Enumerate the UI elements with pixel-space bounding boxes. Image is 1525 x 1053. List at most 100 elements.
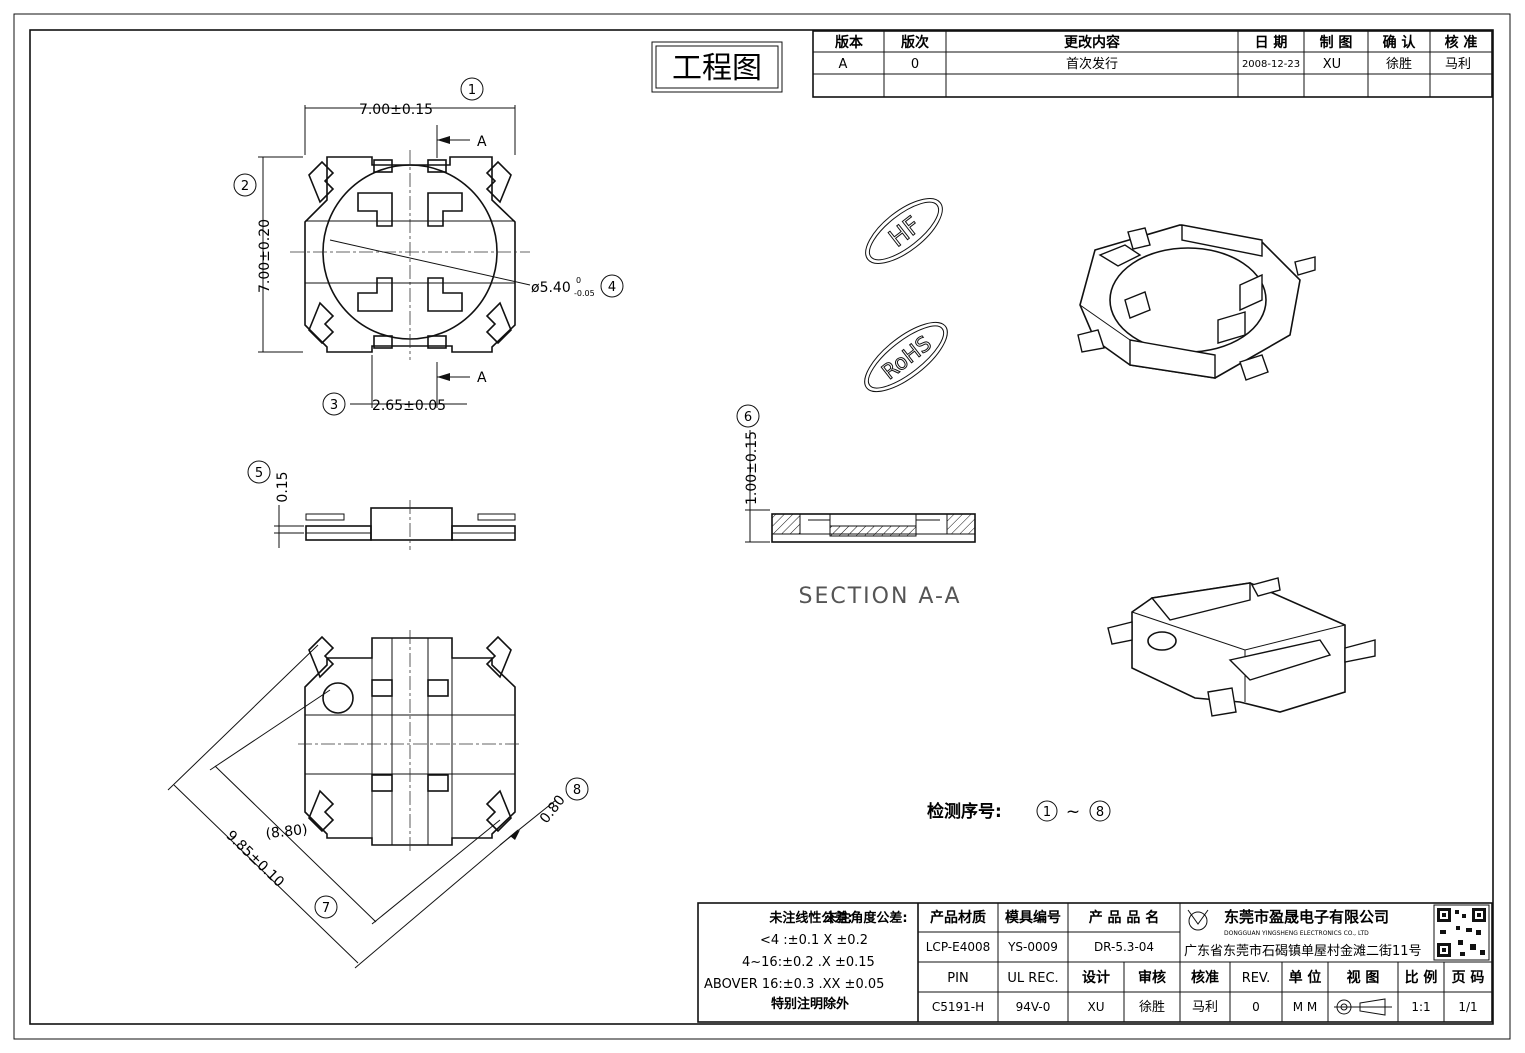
tol-line-1: <4 :±0.1 X ±0.2 bbox=[760, 933, 868, 948]
revision-table: 版本 版次 更改内容 日 期 制 图 确 认 核 准 A 0 首次发行 2008… bbox=[812, 30, 1493, 98]
rev-header-version: 版本 bbox=[835, 34, 864, 51]
svg-text:1: 1 bbox=[1043, 805, 1051, 820]
rev-header-edition: 版次 bbox=[901, 34, 929, 51]
tb-scale: 1:1 bbox=[1411, 1000, 1430, 1014]
tb-product-header: 产 品 品 名 bbox=[1089, 909, 1160, 926]
section-view: 1.00±0.15 SECTION A-A bbox=[744, 430, 976, 609]
title-stamp: 工程图 bbox=[651, 41, 783, 93]
svg-text:7: 7 bbox=[322, 901, 330, 916]
dim-lead-width: 0.80 bbox=[537, 792, 569, 826]
tb-material: LCP-E4008 bbox=[926, 940, 991, 954]
company-name: 东莞市盈晟电子有限公司 bbox=[1224, 908, 1389, 926]
tb-product: DR-5.3-04 bbox=[1094, 940, 1154, 954]
rohs-logo: RoHS bbox=[864, 321, 948, 393]
tol-note: 特别注明除外 bbox=[771, 996, 849, 1012]
tb-page-header: 页 码 bbox=[1452, 970, 1485, 986]
tb-designer: XU bbox=[1087, 1000, 1104, 1014]
tb-ul: 94V-0 bbox=[1016, 1000, 1051, 1014]
qr-code-icon bbox=[1433, 904, 1490, 961]
dim-width: 7.00±0.15 bbox=[359, 102, 433, 118]
tb-view-header: 视 图 bbox=[1347, 969, 1380, 986]
tb-mold-header: 模具编号 bbox=[1005, 909, 1061, 926]
rev-cell-edition: 0 bbox=[911, 57, 919, 72]
company-address: 广东省东莞市石碣镇单屋村金滩二街11号 bbox=[1184, 943, 1422, 959]
dim-pitch: 2.65±0.05 bbox=[372, 398, 446, 414]
balloon-2: 2 bbox=[233, 173, 257, 197]
tb-scale-header: 比 例 bbox=[1405, 969, 1438, 986]
tb-approver: 马利 bbox=[1192, 1000, 1218, 1015]
balloon-1: 1 bbox=[460, 77, 484, 101]
hf-logo: HF bbox=[865, 198, 943, 264]
tb-unit: M M bbox=[1293, 1000, 1318, 1014]
svg-text:4: 4 bbox=[608, 280, 616, 295]
outer-frame bbox=[13, 13, 1511, 1040]
company-logo bbox=[1187, 909, 1209, 931]
svg-text:3: 3 bbox=[330, 398, 338, 413]
company-name-en: DONGGUAN YINGSHENG ELECTRONICS CO., LTD bbox=[1224, 930, 1369, 937]
svg-text:~: ~ bbox=[1066, 802, 1080, 822]
svg-text:8: 8 bbox=[573, 783, 581, 798]
rev-cell-date: 2008-12-23 bbox=[1242, 59, 1300, 70]
rev-cell-drawn: XU bbox=[1323, 57, 1341, 72]
svg-text:1: 1 bbox=[468, 83, 476, 98]
tb-ul-header: UL REC. bbox=[1007, 971, 1058, 986]
dim-diag-inner: (8.80) bbox=[265, 822, 309, 842]
dim-diameter: ø5.40 bbox=[531, 280, 571, 296]
dim-diameter-tol-upper: 0 bbox=[576, 276, 581, 285]
svg-text:检测序号:: 检测序号: bbox=[927, 801, 1002, 822]
dim-height: 7.00±0.20 bbox=[257, 219, 273, 293]
tb-unit-header: 单 位 bbox=[1289, 969, 1322, 986]
tb-material-header: 产品材质 bbox=[930, 909, 986, 926]
section-label: SECTION A-A bbox=[799, 584, 962, 609]
rev-header-date: 日 期 bbox=[1255, 35, 1288, 51]
svg-text:8: 8 bbox=[1096, 805, 1104, 820]
iso-view-bottom bbox=[1107, 577, 1376, 717]
tol-header-linear: 未注线性公差: bbox=[768, 910, 852, 926]
top-view: 7.00±0.15 7.00±0.20 ø5.40 0 -0.05 2.65±0… bbox=[257, 102, 595, 414]
rev-cell-change: 首次发行 bbox=[1066, 56, 1118, 72]
balloon-8: 8 bbox=[565, 777, 589, 801]
tb-reviewer: 徐胜 bbox=[1139, 1000, 1165, 1015]
svg-text:工程图: 工程图 bbox=[672, 51, 762, 86]
tol-header-angle: 未注角度公差: bbox=[823, 910, 907, 926]
rev-header-confirm: 确 认 bbox=[1383, 34, 1417, 51]
tol-line-2: 4~16:±0.2 .X ±0.15 bbox=[742, 955, 875, 970]
iso-view-top bbox=[1077, 224, 1316, 381]
dim-diameter-tol-lower: -0.05 bbox=[574, 289, 595, 298]
rev-header-drawn: 制 图 bbox=[1320, 34, 1353, 51]
rev-cell-approve: 马利 bbox=[1445, 57, 1471, 72]
balloon-4: 4 bbox=[600, 274, 624, 298]
dim-lead-thickness: 0.15 bbox=[275, 471, 291, 502]
tb-rev: 0 bbox=[1252, 1000, 1260, 1014]
svg-text:5: 5 bbox=[255, 466, 263, 481]
svg-text:2: 2 bbox=[241, 179, 249, 194]
tb-mold: YS-0009 bbox=[1007, 940, 1058, 954]
balloon-5: 5 bbox=[247, 460, 271, 484]
rev-cell-confirm: 徐胜 bbox=[1386, 57, 1412, 72]
tb-design-header: 设计 bbox=[1082, 969, 1110, 986]
rev-header-change: 更改内容 bbox=[1064, 34, 1120, 51]
tb-page: 1/1 bbox=[1458, 1000, 1477, 1014]
tb-rev-header: REV. bbox=[1242, 971, 1271, 986]
section-mark-bottom: A bbox=[477, 370, 487, 386]
section-mark-top: A bbox=[477, 134, 487, 150]
svg-text:6: 6 bbox=[744, 410, 752, 425]
inspection-note: 检测序号: 1 ~ 8 bbox=[927, 800, 1111, 822]
side-view: 0.15 bbox=[274, 471, 516, 550]
balloon-6: 6 bbox=[736, 404, 760, 428]
title-block: 未注线性公差: 未注角度公差: <4 :±0.1 X ±0.2 4~16:±0.… bbox=[697, 902, 1493, 1023]
tol-line-3: ABOVER 16:±0.3 .XX ±0.05 bbox=[704, 977, 884, 992]
tb-approve-header: 核准 bbox=[1191, 969, 1219, 986]
inner-frame bbox=[29, 29, 1494, 1025]
bottom-view: (8.80) 9.85±0.10 0.80 bbox=[167, 630, 569, 969]
tb-pin-header: PIN bbox=[947, 971, 968, 986]
balloon-7: 7 bbox=[314, 895, 338, 919]
balloon-3: 3 bbox=[322, 392, 346, 416]
projection-symbol-icon bbox=[1334, 998, 1392, 1016]
rev-header-approve: 核 准 bbox=[1445, 34, 1478, 51]
tb-pin: C5191-H bbox=[932, 1000, 984, 1014]
tb-review-header: 审核 bbox=[1138, 969, 1166, 986]
dim-body-height: 1.00±0.15 bbox=[744, 431, 760, 505]
rev-cell-version: A bbox=[839, 57, 848, 72]
